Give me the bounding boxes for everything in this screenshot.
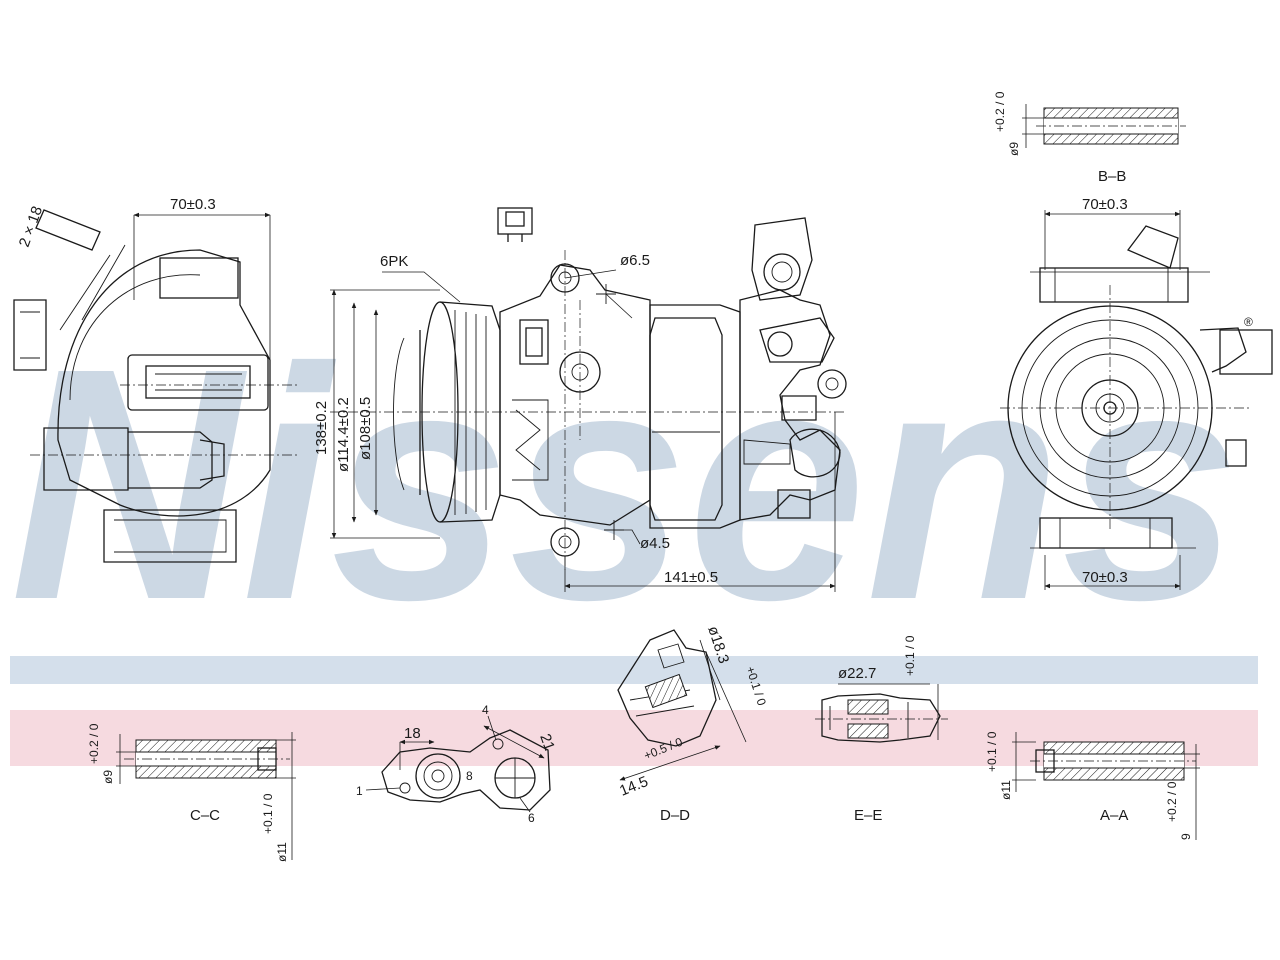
- connector-mark-c: 6: [528, 811, 535, 825]
- section-ee: ø22.7 +0.1 / 0 E–E: [815, 635, 948, 824]
- aa-dia-small-label: 9: [1179, 833, 1193, 840]
- connector-mark-b: 4: [482, 703, 489, 717]
- aa-tol-small-label: +0.2 / 0: [1165, 781, 1179, 822]
- brand-watermark-text: Nissens: [10, 299, 1240, 668]
- bb-dia-label: ø9: [1007, 142, 1021, 156]
- rear-width-top-label: 70±0.3: [1082, 196, 1128, 213]
- pulley-dia-2-label: ø114.4±0.2: [335, 397, 352, 472]
- connector-mark-a: 1: [356, 784, 363, 798]
- aa-section-name: A–A: [1100, 807, 1128, 824]
- belt-label: 6PK: [380, 253, 408, 270]
- clutch-angle-label: 2 × 18: [16, 204, 46, 249]
- rear-width-bottom-label: 70±0.3: [1082, 569, 1128, 586]
- cc-tol-large-label: +0.1 / 0: [261, 793, 275, 834]
- pulley-dia-3-label: ø108±0.5: [357, 397, 374, 460]
- connector-icon: [497, 207, 533, 242]
- aa-dia-large-label: ø11: [999, 780, 1013, 800]
- cc-section-name: C–C: [190, 807, 220, 824]
- bb-tol-label: +0.2 / 0: [993, 91, 1007, 132]
- dd-len-label: 14.5: [617, 773, 650, 800]
- connector-detail: 18 21 1 4 6 8: [356, 703, 558, 825]
- main-view: 138±0.2 ø114.4±0.2 ø108±0.5 6PK ø6.5 ø4.…: [313, 207, 847, 592]
- cc-dia-small-label: ø9: [101, 770, 115, 784]
- connector-dim-b-label: 21: [536, 732, 558, 753]
- side-view: 70±0.3 2 × 18: [13, 196, 300, 563]
- blue-band: [10, 656, 1258, 684]
- registered-mark: ®: [1244, 315, 1253, 329]
- mount-hole-bottom-label: ø4.5: [640, 535, 670, 552]
- bb-section-name: B–B: [1098, 168, 1126, 185]
- pulley-dia-1-label: 138±0.2: [313, 401, 330, 455]
- connector-mark-d: 8: [466, 769, 473, 783]
- length-label: 141±0.5: [664, 569, 718, 586]
- aa-tol-large-label: +0.1 / 0: [985, 731, 999, 772]
- section-cc: ø9 +0.2 / 0 ø11 +0.1 / 0 C–C: [87, 723, 296, 862]
- section-bb: ø9 +0.2 / 0 B–B: [993, 91, 1186, 185]
- connector-dim-a-label: 18: [404, 725, 421, 742]
- side-width-label: 70±0.3: [170, 196, 216, 213]
- dd-section-name: D–D: [660, 807, 690, 824]
- rear-view: 70±0.3 70±0.3: [1000, 196, 1273, 590]
- ee-tol-label: +0.1 / 0: [903, 635, 917, 676]
- ee-section-name: E–E: [854, 807, 882, 824]
- ee-dia-label: ø22.7: [838, 665, 876, 682]
- mount-hole-top-label: ø6.5: [620, 252, 650, 269]
- section-aa: ø11 +0.1 / 0 9 +0.2 / 0 A–A: [985, 731, 1200, 840]
- cc-tol-small-label: +0.2 / 0: [87, 723, 101, 764]
- brand-watermark: Nissens ®: [10, 299, 1253, 668]
- cc-dia-large-label: ø11: [275, 842, 289, 862]
